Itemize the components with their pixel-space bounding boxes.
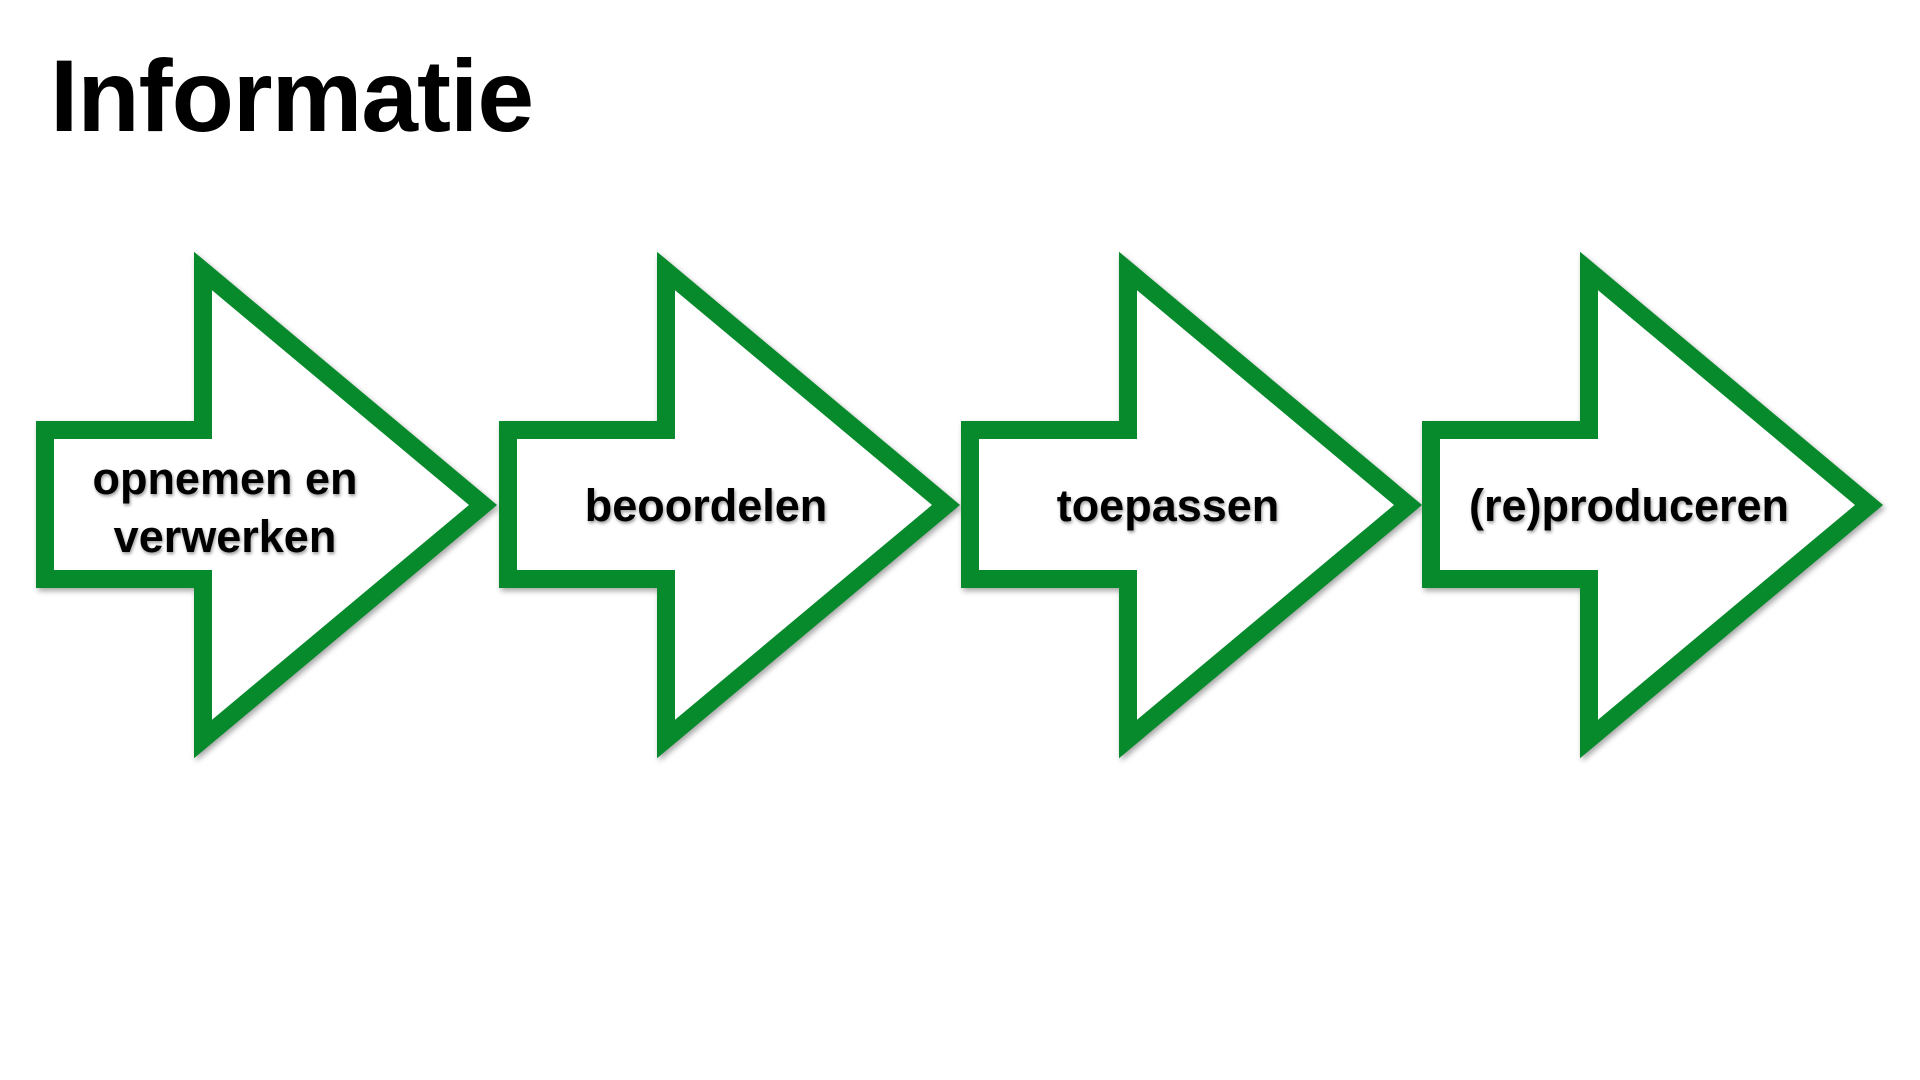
step-1-line-1: opnemen en: [92, 453, 358, 504]
step-1-line-2: verwerken: [113, 511, 337, 562]
arrow-step-4: [1422, 251, 1884, 759]
slide-title: Informatie: [50, 39, 534, 153]
step-3-label: toepassen: [1056, 480, 1280, 531]
arrow-step-3: [961, 251, 1423, 759]
arrow-step-2: [499, 251, 961, 759]
step-1-label: opnemen en verwerken: [35, 450, 415, 566]
step-2-label: beoordelen: [584, 480, 828, 531]
step-4-label: (re)produceren: [1468, 480, 1790, 531]
arrow-step-1: [36, 251, 498, 759]
